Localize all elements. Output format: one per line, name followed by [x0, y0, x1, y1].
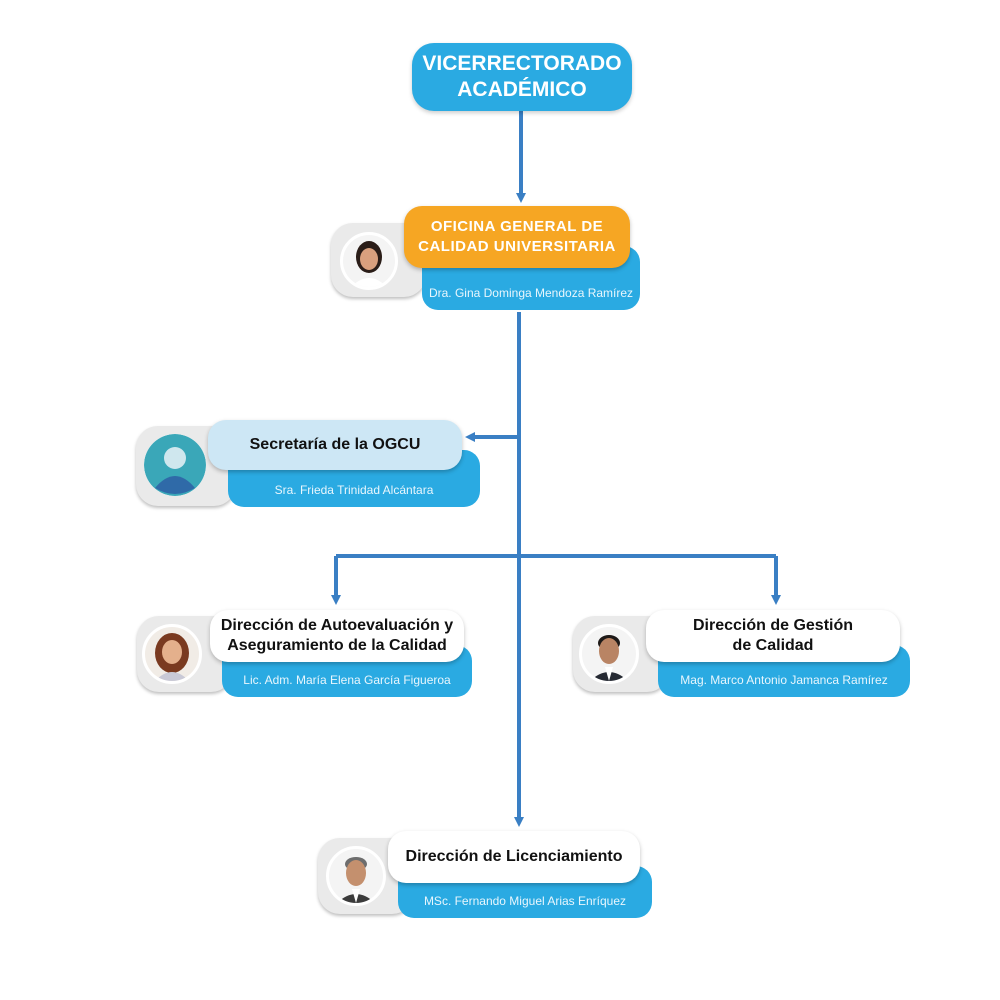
- office-title-line1: OFICINA GENERAL DE: [430, 218, 604, 235]
- quality-title-line1: Dirección de Gestión: [692, 617, 854, 634]
- secretary-title: Secretaría de la OGCU: [208, 420, 462, 470]
- avatar: [340, 232, 398, 290]
- office-title-line2: CALIDAD UNIVERSITARIA: [418, 238, 616, 255]
- office-title: OFICINA GENERAL DE CALIDAD UNIVERSITARIA: [404, 206, 630, 268]
- self-eval-title-line2: Aseguramiento de la Calidad: [227, 637, 447, 654]
- avatar-placeholder-icon: [144, 434, 206, 496]
- vicerrectorado-box: VICERRECTORADO ACADÉMICO: [412, 43, 632, 111]
- secretary-title-text: Secretaría de la OGCU: [249, 436, 421, 453]
- top-title-line1: VICERRECTORADO: [422, 52, 622, 75]
- self-eval-title-line1: Dirección de Autoevaluación y: [220, 617, 454, 634]
- quality-title: Dirección de Gestión de Calidad: [646, 610, 900, 662]
- top-title-line2: ACADÉMICO: [457, 78, 587, 101]
- avatar: [579, 624, 639, 684]
- avatar: [326, 846, 386, 906]
- licensing-title-text: Dirección de Licenciamiento: [405, 848, 623, 865]
- avatar: [142, 624, 202, 684]
- quality-title-line2: de Calidad: [732, 637, 814, 654]
- licensing-title: Dirección de Licenciamiento: [388, 831, 640, 883]
- self-eval-title: Dirección de Autoevaluación y Aseguramie…: [210, 610, 464, 662]
